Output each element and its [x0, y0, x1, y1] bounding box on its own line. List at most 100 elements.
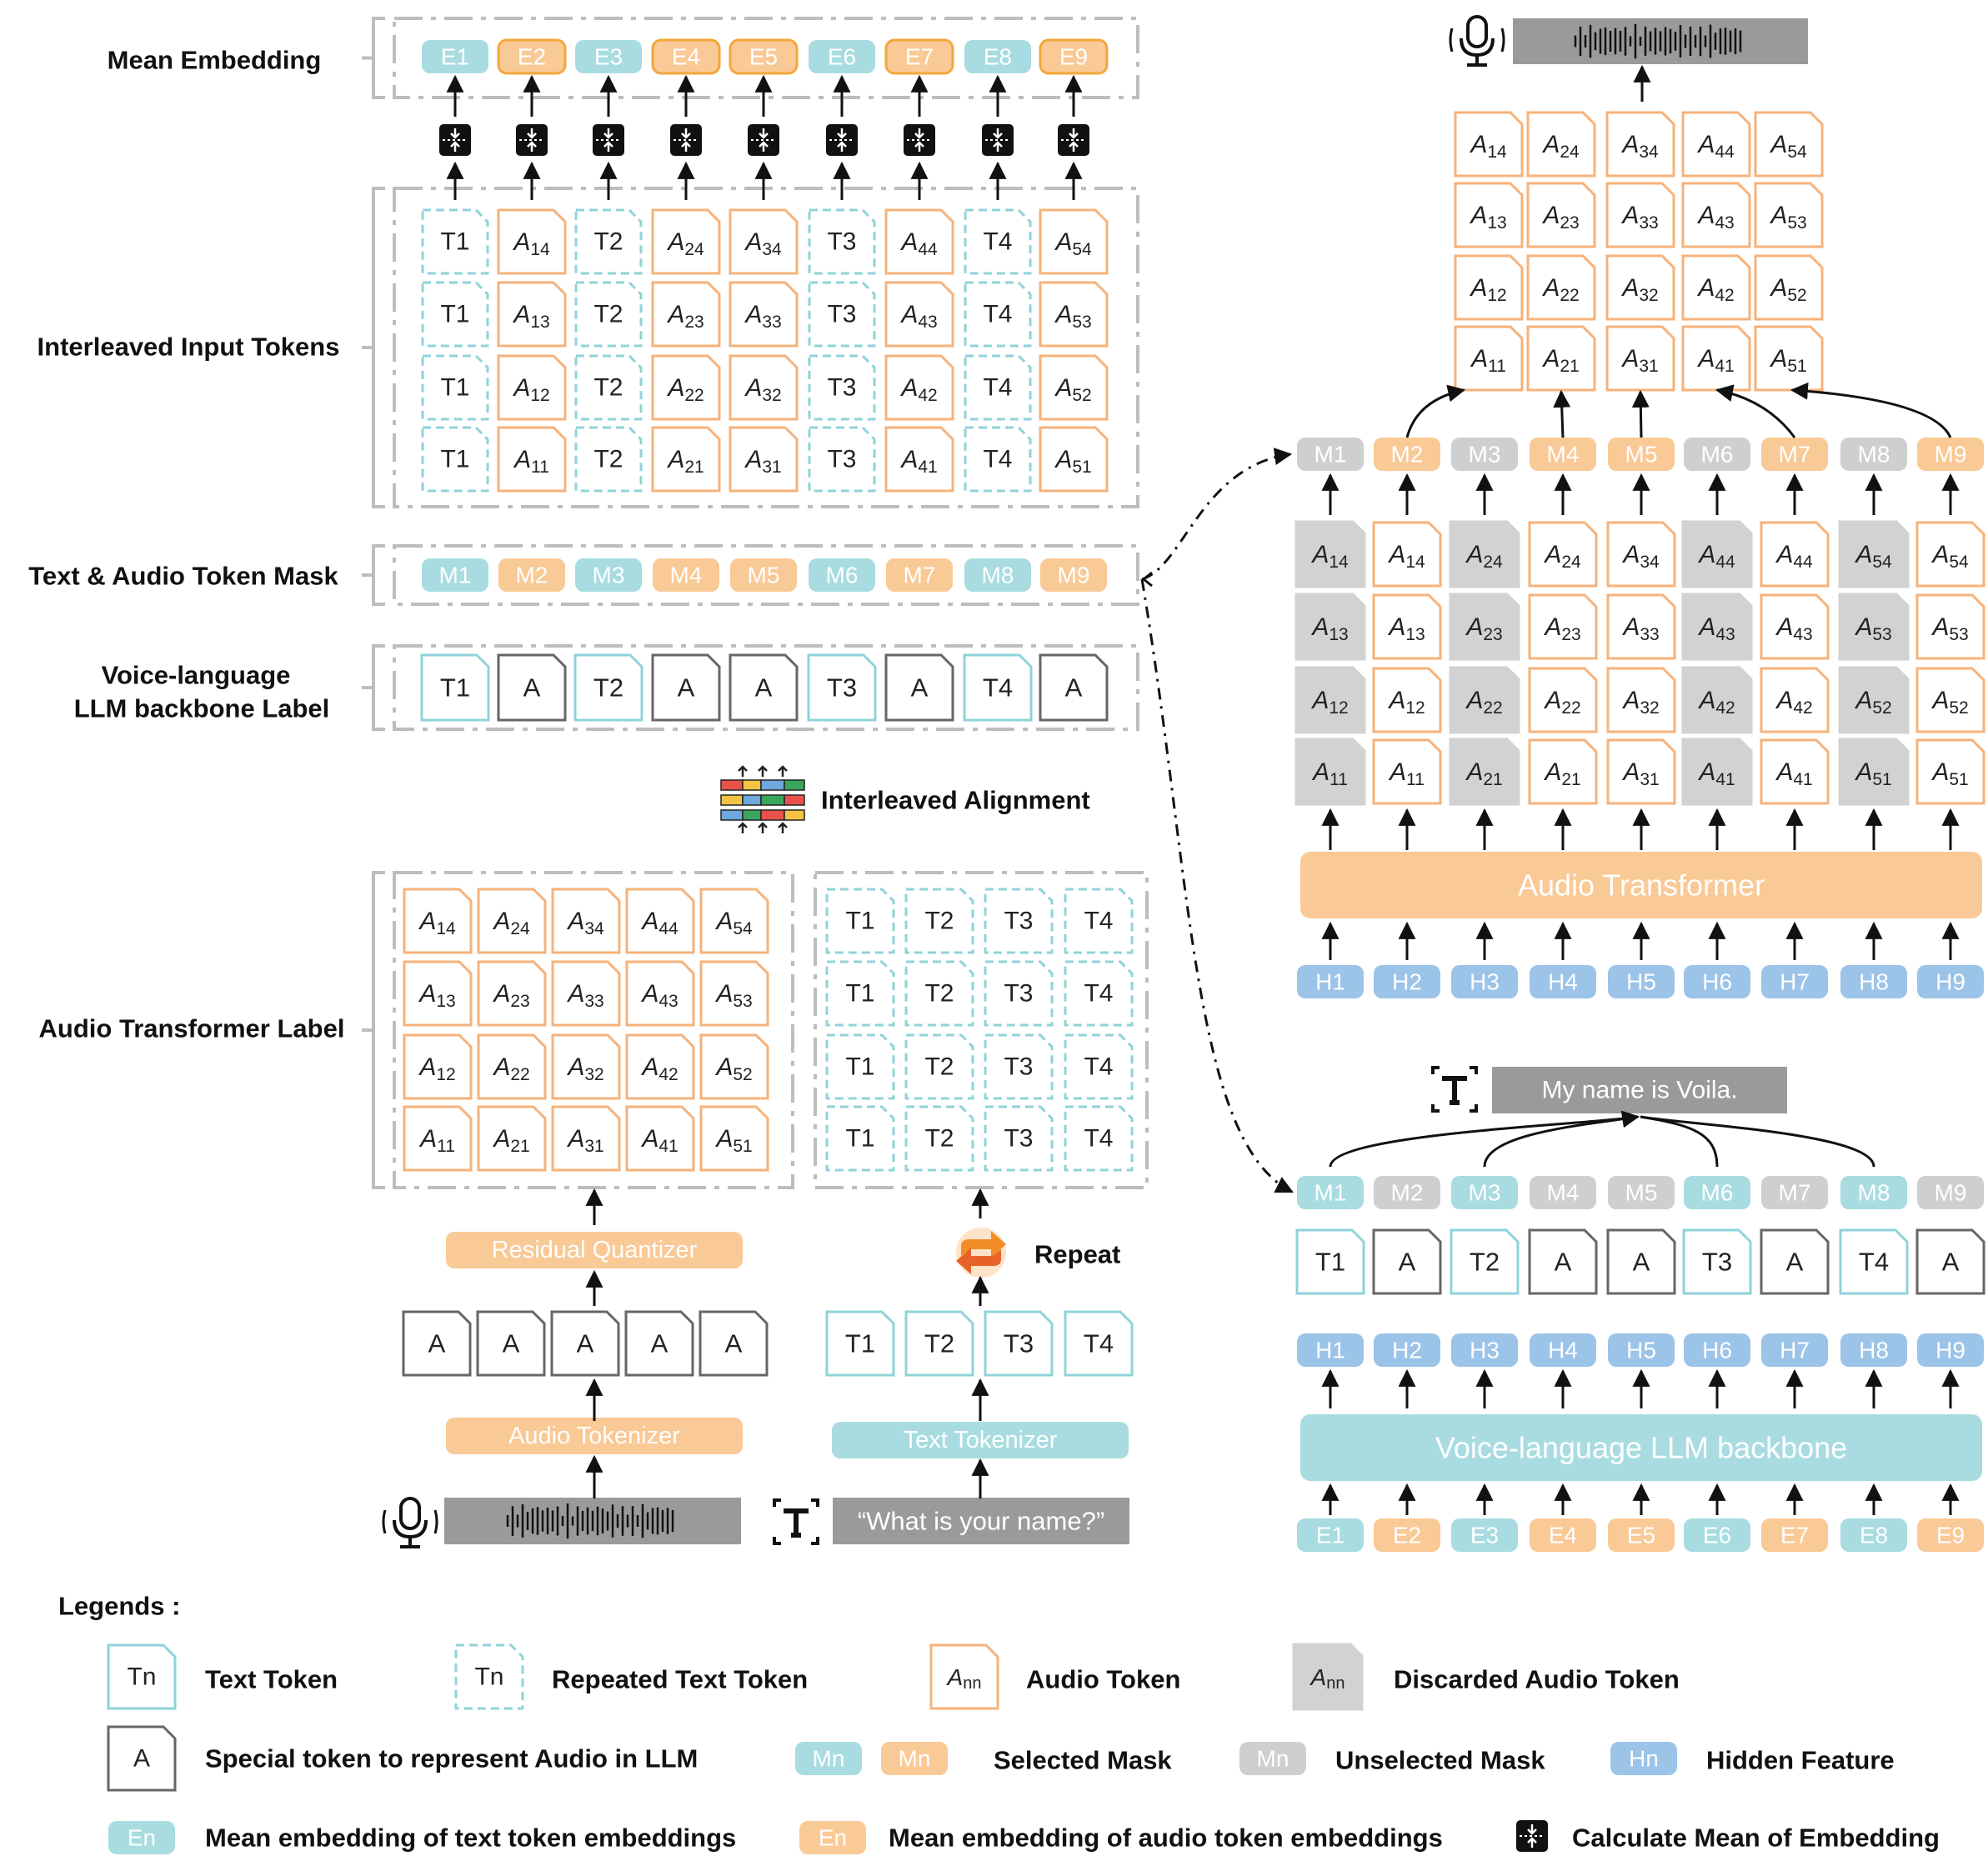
audio-token — [625, 1105, 695, 1172]
repeated-text-token — [964, 208, 1032, 275]
audio-special-token-label: A — [1942, 1248, 1960, 1277]
audio-token-label: A23 — [1541, 202, 1579, 233]
audio-token-label: A52 — [1769, 274, 1806, 305]
top-mask-pill-M4 — [1530, 438, 1596, 471]
embedding-label-E1: E1 — [441, 44, 469, 70]
audio-token-label: A43 — [1775, 613, 1812, 644]
label-interleaved-alignment: Interleaved Alignment — [821, 786, 1090, 815]
hidden-pill-bottom-H6-label: H6 — [1702, 1338, 1732, 1363]
discarded-audio-token — [1681, 666, 1753, 734]
legend-unselected-mask-sample-label: Mn — [1257, 1746, 1289, 1772]
audio-token-label: A53 — [1054, 301, 1091, 332]
legend-selected-mask-audio-label: Mn — [899, 1746, 931, 1772]
legend-audio-sample: Ann — [946, 1664, 982, 1693]
audio-token-label: A24 — [666, 228, 704, 259]
discarded-audio-token-label: A13 — [1310, 613, 1348, 644]
audio-token — [1454, 325, 1524, 392]
label-token-mask: Text & Audio Token Mask — [28, 562, 338, 591]
bottom-mask-pill-M2 — [1374, 1176, 1440, 1209]
legend-special-token: Special token to represent Audio in LLM — [205, 1744, 698, 1773]
audio-special-token — [884, 653, 954, 722]
discarded-audio-token — [1294, 666, 1366, 734]
text-tokenizer-block-label: Text Tokenizer — [904, 1427, 1058, 1453]
audio-token-label: A51 — [1930, 758, 1968, 789]
repeated-text-token — [421, 426, 489, 493]
arrow-m5-to-output — [1631, 389, 1650, 438]
audio-token — [1372, 738, 1442, 805]
mask-pill-M1-label: M1 — [439, 563, 472, 588]
audio-token — [1915, 593, 1985, 660]
legend-selected-mask: Selected Mask — [994, 1746, 1172, 1775]
audio-token-label: A13 — [418, 980, 455, 1011]
legend-hidden-sample-label: Hn — [1629, 1746, 1659, 1772]
output-answer-text: My name is Voila. — [1541, 1077, 1737, 1104]
audio-special-token-label: A — [1786, 1248, 1804, 1277]
legend-repeated-text-token: Repeated Text Token — [552, 1665, 808, 1694]
repeated-text-token-label: T4 — [983, 301, 1012, 328]
bottom-mask-pill-M1-label: M1 — [1314, 1180, 1347, 1206]
bottom-mask-pill-M2-label: M2 — [1391, 1180, 1424, 1206]
audio-token-label: A32 — [1621, 687, 1659, 718]
legend-mean-text-sample-label: En — [128, 1825, 156, 1851]
audio-special-token — [402, 1310, 472, 1377]
audio-special-token — [624, 1310, 694, 1377]
audio-token — [1454, 111, 1524, 178]
audio-token-label: A44 — [1775, 541, 1813, 572]
legend-mean-audio: Mean embedding of audio token embeddings — [889, 1823, 1443, 1853]
backbone-embedding-pill-E8-label: E8 — [1860, 1523, 1888, 1548]
repeated-text-token — [825, 1033, 895, 1100]
text-token-label: T1 — [1315, 1248, 1345, 1277]
text-type-icon — [1431, 1066, 1478, 1113]
top-mask-pill-M5-label: M5 — [1625, 442, 1658, 468]
hidden-pill-bottom-H2 — [1374, 1333, 1440, 1367]
bottom-mask-pill-M7 — [1761, 1176, 1828, 1209]
bottom-mask-pill-M7-label: M7 — [1779, 1180, 1811, 1206]
bracket-audio-label — [362, 871, 385, 1189]
hidden-pill-bottom-H7-label: H7 — [1780, 1338, 1810, 1363]
frame-interleaved-input — [393, 187, 1139, 508]
audio-token-label: A23 — [666, 301, 704, 332]
interleaved-alignment-icon — [720, 765, 805, 833]
hidden-pill-top-H4 — [1530, 965, 1596, 998]
discarded-audio-token-label: A44 — [1697, 541, 1735, 572]
audio-token-label: A33 — [566, 980, 603, 1011]
text-token — [807, 653, 877, 722]
discarded-audio-token — [1449, 666, 1520, 734]
audio-token-label: A34 — [1621, 541, 1660, 572]
audio-token — [403, 960, 473, 1027]
text-token — [1450, 1228, 1520, 1295]
hidden-pill-bottom-H2-label: H2 — [1392, 1338, 1422, 1363]
hidden-pill-top-H3-label: H3 — [1470, 969, 1500, 995]
calculate-mean-icon — [670, 124, 702, 156]
discarded-audio-token — [1838, 738, 1910, 806]
legend-sample-tn: Tn — [127, 1663, 156, 1691]
frame-token-mask — [393, 544, 1139, 606]
embedding-label-E4: E4 — [672, 44, 700, 70]
audio-token-label: A12 — [418, 1053, 455, 1084]
audio-token-label: A53 — [1769, 202, 1806, 233]
repeated-text-token-label: T2 — [924, 1125, 954, 1153]
repeated-text-token — [984, 888, 1054, 954]
hidden-pill-bottom-H1-label: H1 — [1315, 1338, 1345, 1363]
embedding-pill-E2 — [497, 38, 567, 75]
discarded-audio-token-label: A41 — [1697, 758, 1735, 789]
repeated-text-token-label: T1 — [845, 908, 874, 935]
audio-token-label: A44 — [899, 228, 938, 259]
audio-token — [1605, 325, 1675, 392]
audio-token-label: A44 — [1696, 131, 1735, 162]
embedding-pill-E1 — [422, 40, 488, 73]
top-mask-pill-M4-label: M4 — [1547, 442, 1580, 468]
legend-sample-tn: Tn — [474, 1663, 503, 1691]
audio-token-label: A24 — [492, 908, 530, 938]
embedding-label-E6: E6 — [828, 44, 856, 70]
repeated-text-token — [964, 354, 1032, 421]
mask-pill-M6 — [809, 558, 875, 592]
calculate-mean-icon — [439, 124, 471, 156]
text-type-icon — [773, 1498, 819, 1545]
audio-special-token — [550, 1310, 620, 1377]
repeated-text-token — [904, 1033, 974, 1100]
audio-token-label: A14 — [418, 908, 456, 938]
label-interleaved-input: Interleaved Input Tokens — [38, 333, 340, 362]
audio-token-label: A21 — [666, 446, 704, 477]
audio-token-label: A44 — [640, 908, 679, 938]
